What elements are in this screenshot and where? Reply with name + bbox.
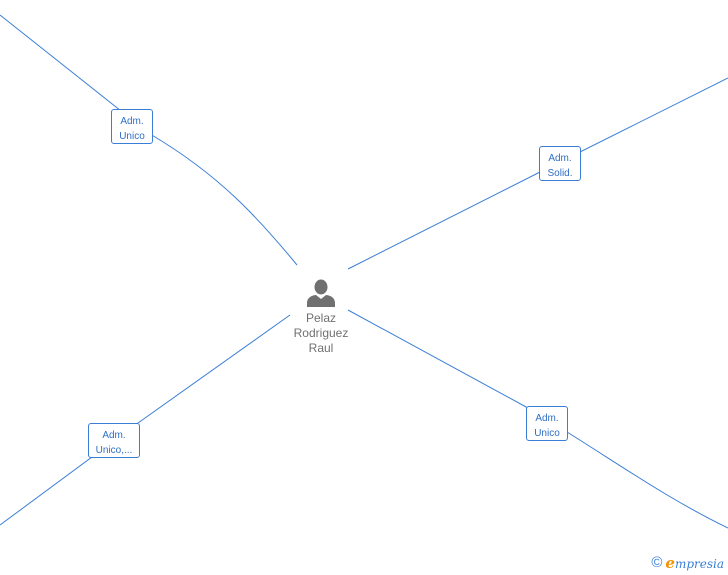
role-label-line: Adm. bbox=[102, 430, 126, 441]
person-name-line: Pelaz bbox=[305, 311, 337, 325]
edge-top-right bbox=[347, 77, 728, 270]
role-label-line: Adm. bbox=[535, 413, 559, 424]
person-name-line: Rodriguez bbox=[293, 326, 349, 340]
copyright-icon: © bbox=[651, 554, 663, 571]
role-label-line: Unico bbox=[119, 131, 145, 142]
role-label-line: Unico bbox=[534, 428, 560, 439]
role-box-adm-unico-bottom-left[interactable]: Adm. Unico,... bbox=[88, 423, 140, 458]
edge-bottom-left bbox=[0, 314, 291, 526]
role-label-line: Unico,... bbox=[95, 445, 133, 456]
role-box-adm-solid-top-right[interactable]: Adm. Solid. bbox=[539, 146, 581, 181]
edge-bottom-right bbox=[347, 309, 728, 529]
role-label-line: Solid. bbox=[547, 168, 573, 179]
person-name: Pelaz Rodriguez Raul bbox=[283, 311, 359, 356]
edge-top-left bbox=[0, 14, 298, 266]
role-label-line: Adm. bbox=[120, 116, 144, 127]
role-label-line: Adm. bbox=[548, 153, 572, 164]
brand-initial: e bbox=[665, 554, 675, 572]
brand-logo[interactable]: empresia bbox=[665, 554, 724, 572]
person-name-line: Raul bbox=[308, 341, 334, 355]
footer-credit[interactable]: © empresia bbox=[651, 554, 724, 572]
role-box-adm-unico-bottom-right[interactable]: Adm. Unico bbox=[526, 406, 568, 441]
person-icon bbox=[307, 279, 335, 307]
role-box-adm-unico-top-left[interactable]: Adm. Unico bbox=[111, 109, 153, 144]
person-node[interactable]: Pelaz Rodriguez Raul bbox=[283, 278, 359, 356]
brand-name: mpresia bbox=[674, 557, 724, 571]
